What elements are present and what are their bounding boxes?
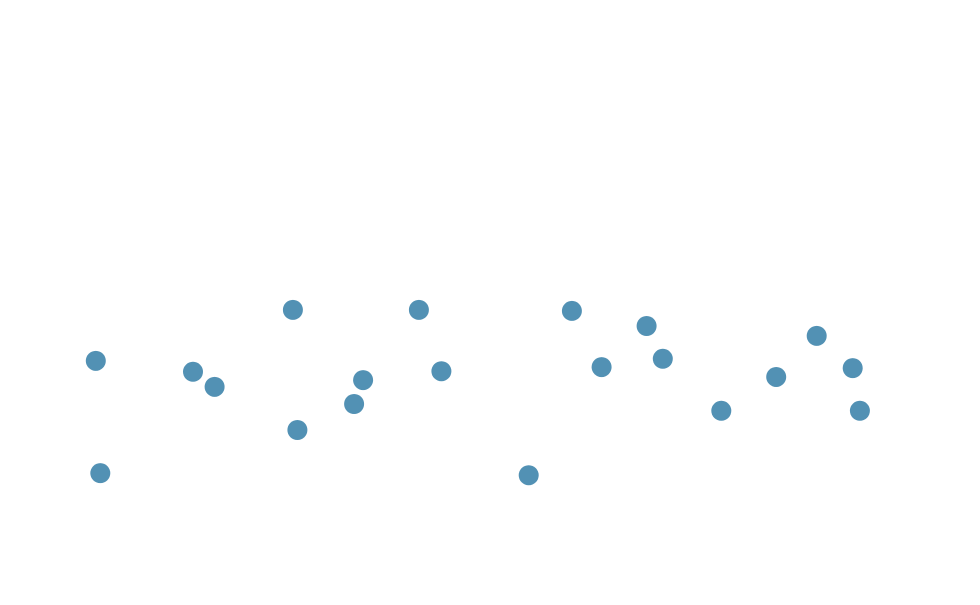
scatter-point-18: [806, 325, 827, 346]
scatter-points: [85, 299, 870, 486]
scatter-point-2: [90, 463, 111, 484]
scatter-point-10: [431, 361, 452, 382]
scatter-point-7: [344, 394, 365, 414]
scatter-point-16: [711, 400, 732, 421]
scatter-point-20: [849, 400, 870, 421]
scatter-point-1: [85, 350, 106, 371]
scatter-point-5: [282, 299, 303, 320]
scatter-point-17: [766, 366, 787, 387]
scatter-point-3: [183, 361, 203, 382]
scatter-point-4: [204, 376, 225, 397]
scatter-point-13: [591, 357, 612, 378]
scatter-point-6: [287, 420, 308, 440]
scatter-point-8: [353, 370, 374, 391]
scatter-point-9: [408, 299, 429, 320]
scatter-point-11: [518, 465, 539, 486]
scatter-point-19: [842, 358, 863, 379]
scatter-point-15: [652, 348, 673, 369]
scatter-point-14: [636, 316, 657, 336]
scatter-point-12: [561, 300, 582, 321]
